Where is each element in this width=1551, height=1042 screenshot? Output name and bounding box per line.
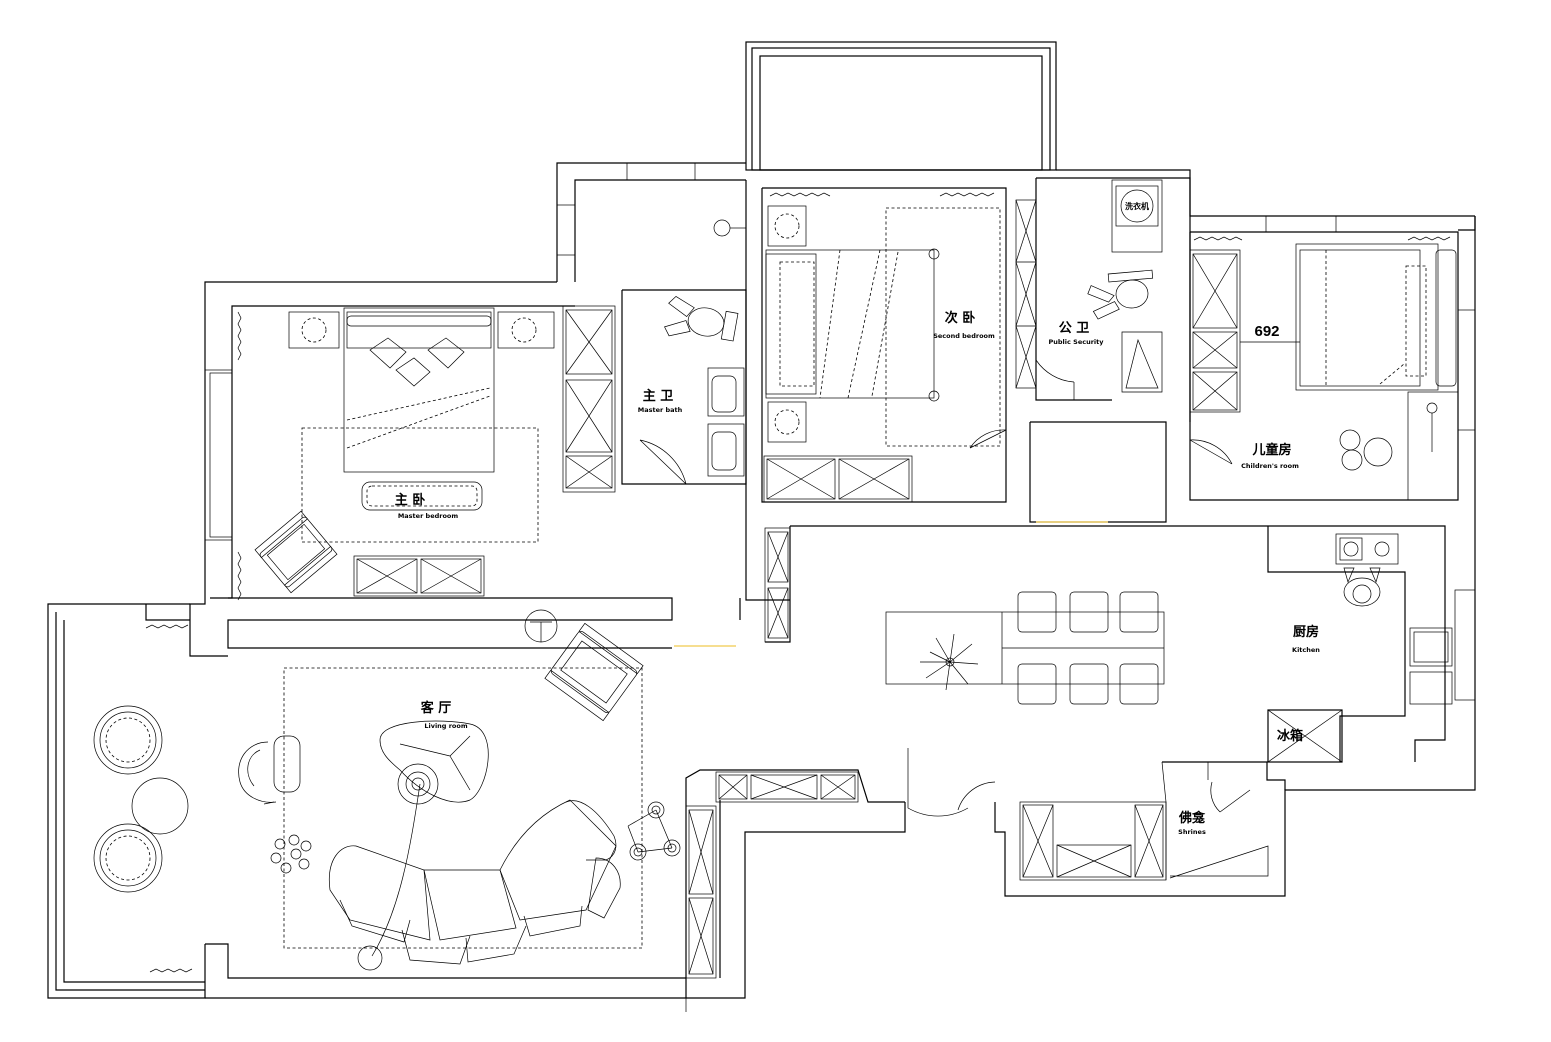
label-master-bedroom-cn: 主 卧 [395,492,426,508]
label-shrine-cn: 佛龛 [1178,810,1206,826]
label-public-bath-cn: 公 卫 [1059,321,1090,336]
label-fridge: 冰箱 [1277,728,1303,744]
label-living-room-en: Living room [424,722,468,730]
label-kitchen-en: Kitchen [1292,646,1320,654]
sofa [328,799,621,965]
label-washing-machine: 洗衣机 [1125,201,1149,211]
exterior-walls [47,41,1476,999]
label-childrens-room-en: Children's room [1241,462,1299,470]
label-master-bath-cn: 主 卫 [643,388,674,404]
label-master-bath-en: Master bath [638,406,683,414]
furniture [93,179,1459,1012]
label-master-bedroom-en: Master bedroom [398,512,459,520]
label-second-bedroom-en: Second bedroom [933,332,995,340]
label-living-room-cn: 客 厅 [421,700,452,716]
cabinets [353,199,1269,979]
label-shrine-en: Shrines [1178,828,1206,836]
room-labels: 主 卧 Master bedroom 主 卫 Master bath 次 卧 S… [395,201,1321,836]
label-childrens-room-cn: 儿童房 [1251,442,1291,458]
doors [639,359,1251,817]
label-kitchen-cn: 厨房 [1293,624,1319,640]
dimension-label: 692 [1254,323,1279,340]
label-second-bedroom-cn: 次 卧 [945,310,976,326]
label-public-bath-en: Public Security [1049,338,1105,346]
